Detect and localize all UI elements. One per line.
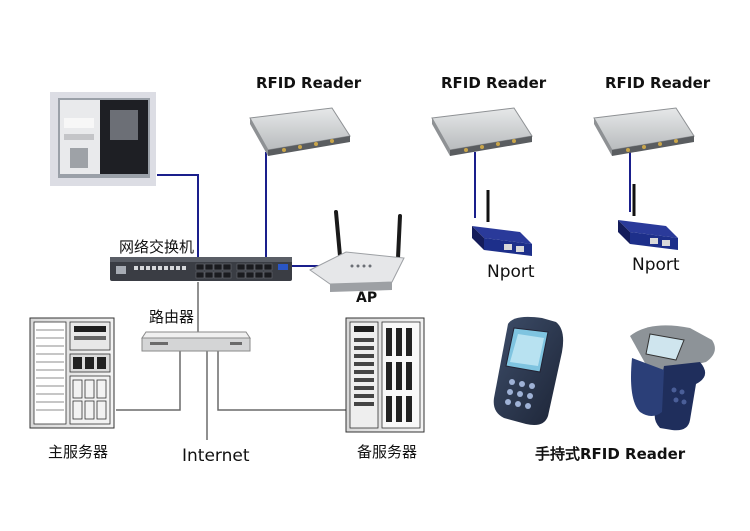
handheld-pda-device (493, 316, 564, 425)
router-label: 路由器 (149, 308, 195, 326)
internet-label: Internet (182, 446, 250, 466)
main-server-label: 主服务器 (48, 443, 109, 461)
connection-lines (116, 152, 631, 440)
rfid-reader-2-device (431, 107, 533, 156)
rfid-reader-3-device (593, 107, 695, 156)
printer-to-switch-link (157, 174, 199, 262)
label-printer-device (50, 92, 156, 186)
network-switch-device (110, 257, 292, 281)
wireless-ap-device (309, 210, 405, 292)
nport-1-device (472, 190, 532, 256)
backup-server-device (345, 317, 425, 433)
handheld-reader-label: 手持式RFID Reader (535, 445, 686, 463)
rfid-reader-2-label: RFID Reader (441, 74, 547, 92)
rfid-reader-3-label: RFID Reader (605, 74, 711, 92)
router-to-main-server-link (116, 350, 181, 411)
ap-label: AP (356, 290, 378, 306)
router-device (141, 331, 251, 352)
rfid-reader-1-device (249, 107, 351, 156)
nport-2-label: Nport (632, 255, 680, 275)
backup-server-label: 备服务器 (357, 443, 418, 461)
handheld-gun-reader-device (630, 325, 715, 431)
router-to-backup-server-link (217, 350, 346, 411)
nport-2-device (618, 184, 678, 250)
main-server-device (29, 317, 115, 429)
switch-label: 网络交换机 (119, 238, 195, 256)
rfid-reader-1-label: RFID Reader (256, 74, 362, 92)
nport-1-label: Nport (487, 262, 535, 282)
